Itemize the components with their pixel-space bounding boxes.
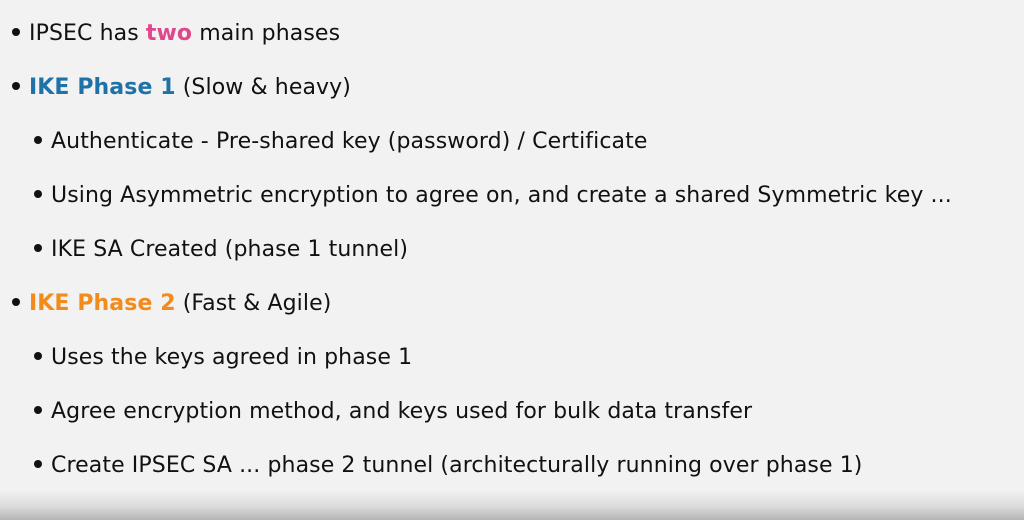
- bottom-shadow: [0, 490, 1024, 520]
- bullet-dot: [34, 352, 42, 360]
- bullet-dot: [12, 298, 20, 306]
- phase1-item: Authenticate - Pre-shared key (password)…: [34, 127, 648, 157]
- phase2-title: IKE Phase 2: [29, 291, 176, 316]
- phase1-item-text: Using Asymmetric encryption to agree on,…: [51, 183, 952, 208]
- phase2-item-text: Uses the keys agreed in phase 1: [51, 345, 413, 370]
- intro-prefix: IPSEC has: [29, 21, 146, 46]
- phase1-item-text: IKE SA Created (phase 1 tunnel): [51, 237, 409, 262]
- phase2-item-text: Agree encryption method, and keys used f…: [51, 399, 753, 424]
- bullet-dot: [34, 244, 42, 252]
- bullet-dot: [34, 460, 42, 468]
- intro-suffix: main phases: [192, 21, 341, 46]
- phase2-item: Create IPSEC SA ... phase 2 tunnel (arch…: [34, 451, 863, 481]
- bullet-intro: IPSEC has two main phases: [12, 19, 340, 49]
- phase1-item-text: Authenticate - Pre-shared key (password)…: [51, 129, 648, 154]
- phase1-title: IKE Phase 1: [29, 75, 176, 100]
- phase2-item-text: Create IPSEC SA ... phase 2 tunnel (arch…: [51, 453, 863, 478]
- phase2-note: (Fast & Agile): [175, 291, 332, 316]
- phase2-item: Agree encryption method, and keys used f…: [34, 397, 752, 427]
- phase1-item: Using Asymmetric encryption to agree on,…: [34, 181, 952, 211]
- bullet-phase1: IKE Phase 1 (Slow & heavy): [12, 73, 351, 103]
- phase1-note: (Slow & heavy): [175, 75, 351, 100]
- bullet-dot: [12, 28, 20, 36]
- bullet-dot: [34, 406, 42, 414]
- phase2-item: Uses the keys agreed in phase 1: [34, 343, 412, 373]
- phase1-item: IKE SA Created (phase 1 tunnel): [34, 235, 408, 265]
- bullet-dot: [12, 82, 20, 90]
- intro-highlight: two: [145, 21, 193, 46]
- bullet-dot: [34, 136, 42, 144]
- bullet-phase2: IKE Phase 2 (Fast & Agile): [12, 289, 331, 319]
- bullet-dot: [34, 190, 42, 198]
